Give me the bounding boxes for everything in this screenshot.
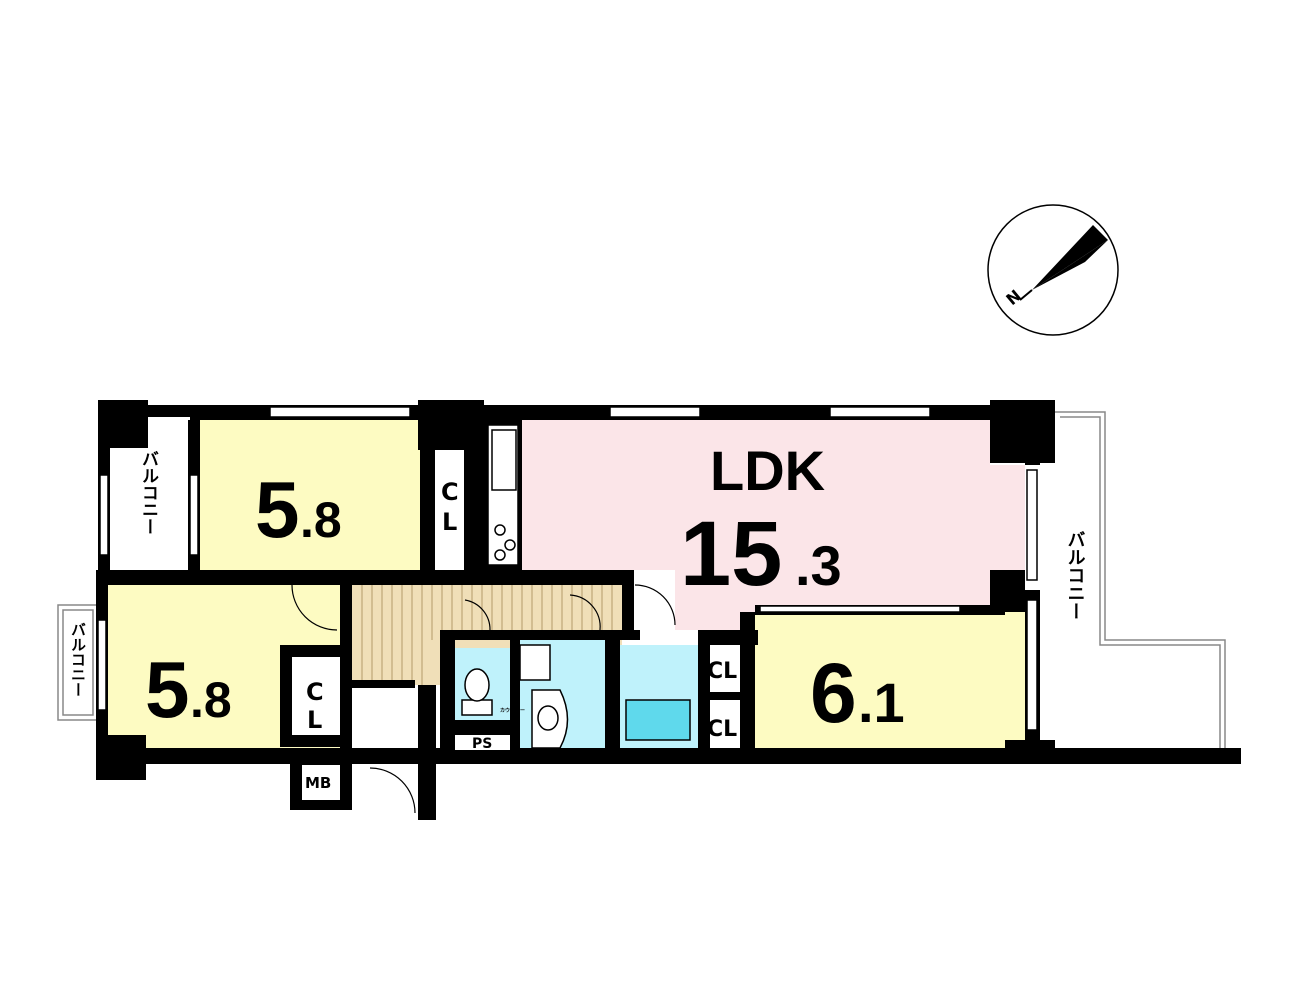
- bathtub: [625, 699, 691, 741]
- sink-icon: [519, 644, 569, 749]
- closet-nw-l: L: [442, 508, 457, 536]
- ldk-label: LDK 15 .3: [680, 439, 842, 605]
- room-e-area-decimal: .1: [858, 671, 905, 734]
- ldk-area: 15: [680, 503, 782, 605]
- ldk-area-decimal: .3: [795, 534, 842, 597]
- closet-e2: [710, 700, 740, 748]
- balcony-w-label: バルコニー: [69, 622, 87, 697]
- closet-e1: [710, 645, 740, 692]
- closet-nw: [436, 460, 464, 565]
- kitchen-counter: [487, 424, 519, 566]
- door-swings: [291, 584, 676, 814]
- ldk-fill: [520, 420, 1025, 630]
- room-w-area-decimal: .8: [190, 672, 232, 728]
- windows: [97, 406, 1038, 731]
- room-nw-fill: [200, 420, 422, 570]
- room-e-fill: [755, 588, 1025, 748]
- closet-w-l: L: [307, 706, 322, 734]
- closet-nw-c: C: [441, 478, 459, 506]
- north-arrow-icon: N: [987, 204, 1119, 336]
- closet-e1-label: CL: [707, 659, 737, 684]
- balcony-outlines: [57, 411, 1226, 752]
- closet-w: [292, 657, 340, 735]
- room-w-label: 5 .8: [145, 645, 232, 734]
- mb-label: MB: [305, 774, 331, 792]
- ps-box: [455, 735, 510, 750]
- room-nw-label: 5 .8: [255, 465, 342, 554]
- room-nw-area-decimal: .8: [300, 492, 342, 548]
- room-nw-area: 5: [255, 465, 300, 554]
- balcony-nw-label: バルコニー: [138, 450, 159, 535]
- shoe-box-label-3: 箱: [420, 716, 433, 732]
- closet-w-c: C: [306, 678, 324, 706]
- ldk-name: LDK: [710, 439, 825, 502]
- ps-label: PS: [472, 736, 492, 752]
- balcony-e-label: バルコニー: [1065, 530, 1086, 620]
- room-e-label: 6 .1: [810, 646, 905, 740]
- counter-label: カウンター: [500, 707, 525, 714]
- closet-e2-label: CL: [707, 717, 737, 742]
- toilet-icon: [461, 668, 493, 716]
- entry-area: [352, 688, 418, 748]
- mb-box: [302, 765, 340, 800]
- room-e-area: 6: [810, 646, 857, 740]
- room-w-area: 5: [145, 645, 190, 734]
- shoe-box-label-2: 駄: [420, 702, 434, 718]
- shoe-box-label-1: 下: [420, 689, 433, 704]
